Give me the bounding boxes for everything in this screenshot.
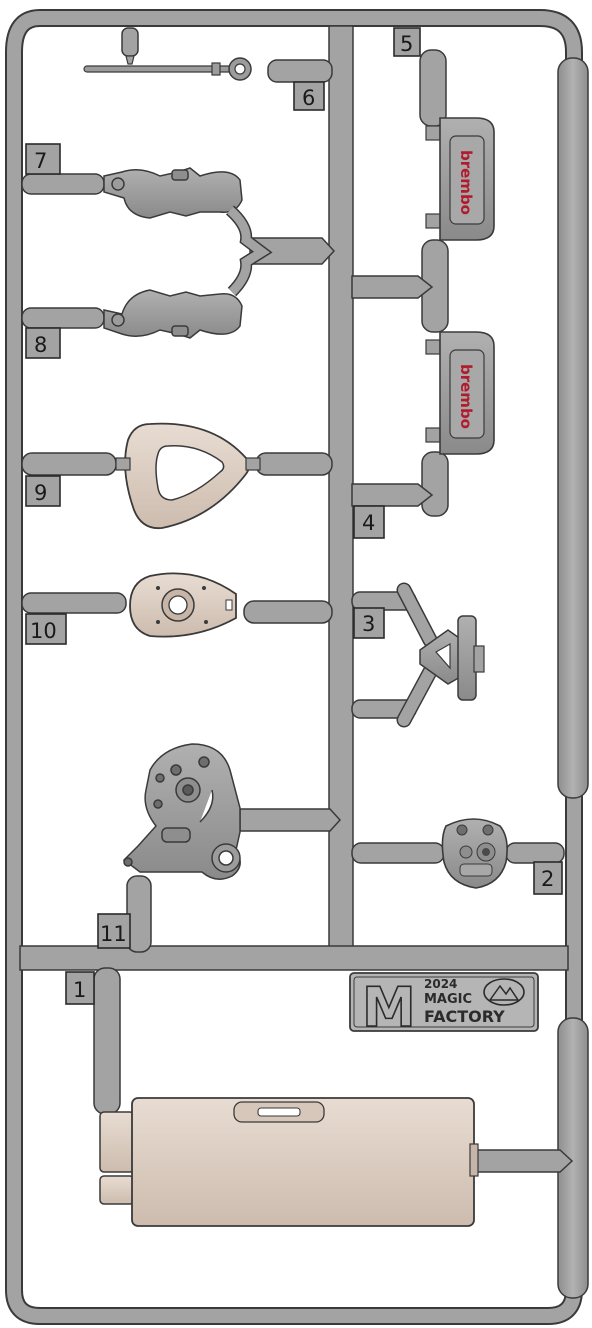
part-2-caliper (441, 818, 508, 889)
part-11-bracket (122, 743, 241, 880)
part-5-brand-text: brembo (457, 150, 475, 215)
label-part-11-text: 11 (100, 922, 127, 946)
logo-line2: FACTORY (424, 1007, 505, 1026)
label-part-10-text: 10 (30, 619, 57, 643)
label-part-1-text: 1 (73, 978, 86, 1002)
center-vertical-runner (328, 25, 354, 959)
label-part-3: 3 (353, 607, 385, 639)
label-part-7-text: 7 (34, 149, 47, 173)
part-6-rod (83, 27, 252, 81)
logo-year: 2024 (424, 977, 457, 991)
label-part-3-text: 3 (362, 612, 375, 636)
label-part-6-text: 6 (302, 86, 315, 110)
part-4-brand-text: brembo (457, 364, 475, 429)
logo-letter: M (362, 976, 416, 1039)
gates (21, 49, 574, 1173)
label-part-1: 1 (65, 971, 95, 1005)
label-part-9: 9 (25, 475, 61, 507)
part-3-lever (396, 582, 485, 728)
part-number-labels: 5 6 7 8 9 10 11 4 3 2 1 (25, 27, 563, 1005)
label-part-9-text: 9 (34, 481, 47, 505)
label-part-8-text: 8 (34, 333, 47, 357)
mountain-icon (483, 978, 525, 1006)
part-5-caliper: brembo (425, 117, 495, 241)
label-part-4-text: 4 (362, 511, 375, 535)
right-thick-runner (557, 57, 589, 799)
label-part-8: 8 (25, 327, 61, 359)
sprue-frame (5, 9, 589, 1325)
part-7-caliper (103, 167, 273, 297)
horizontal-divider-runner (19, 945, 569, 971)
label-part-2: 2 (533, 861, 563, 895)
magic-factory-logo: M 2024 MAGIC FACTORY (349, 972, 539, 1040)
label-part-5-text: 5 (400, 32, 413, 56)
label-part-4: 4 (353, 505, 385, 539)
label-part-2-text: 2 (541, 867, 554, 891)
label-part-6: 6 (293, 81, 325, 111)
part-4-caliper: brembo (425, 331, 495, 455)
part-9-loop (115, 422, 261, 530)
logo-line1: MAGIC (424, 992, 472, 1007)
label-part-11: 11 (97, 913, 131, 949)
label-part-7: 7 (25, 143, 61, 175)
label-part-10: 10 (25, 613, 67, 645)
part-10-plate (129, 572, 237, 638)
part-1-muffler (99, 1097, 479, 1227)
part-8-caliper (103, 289, 243, 339)
label-part-5: 5 (393, 27, 421, 57)
